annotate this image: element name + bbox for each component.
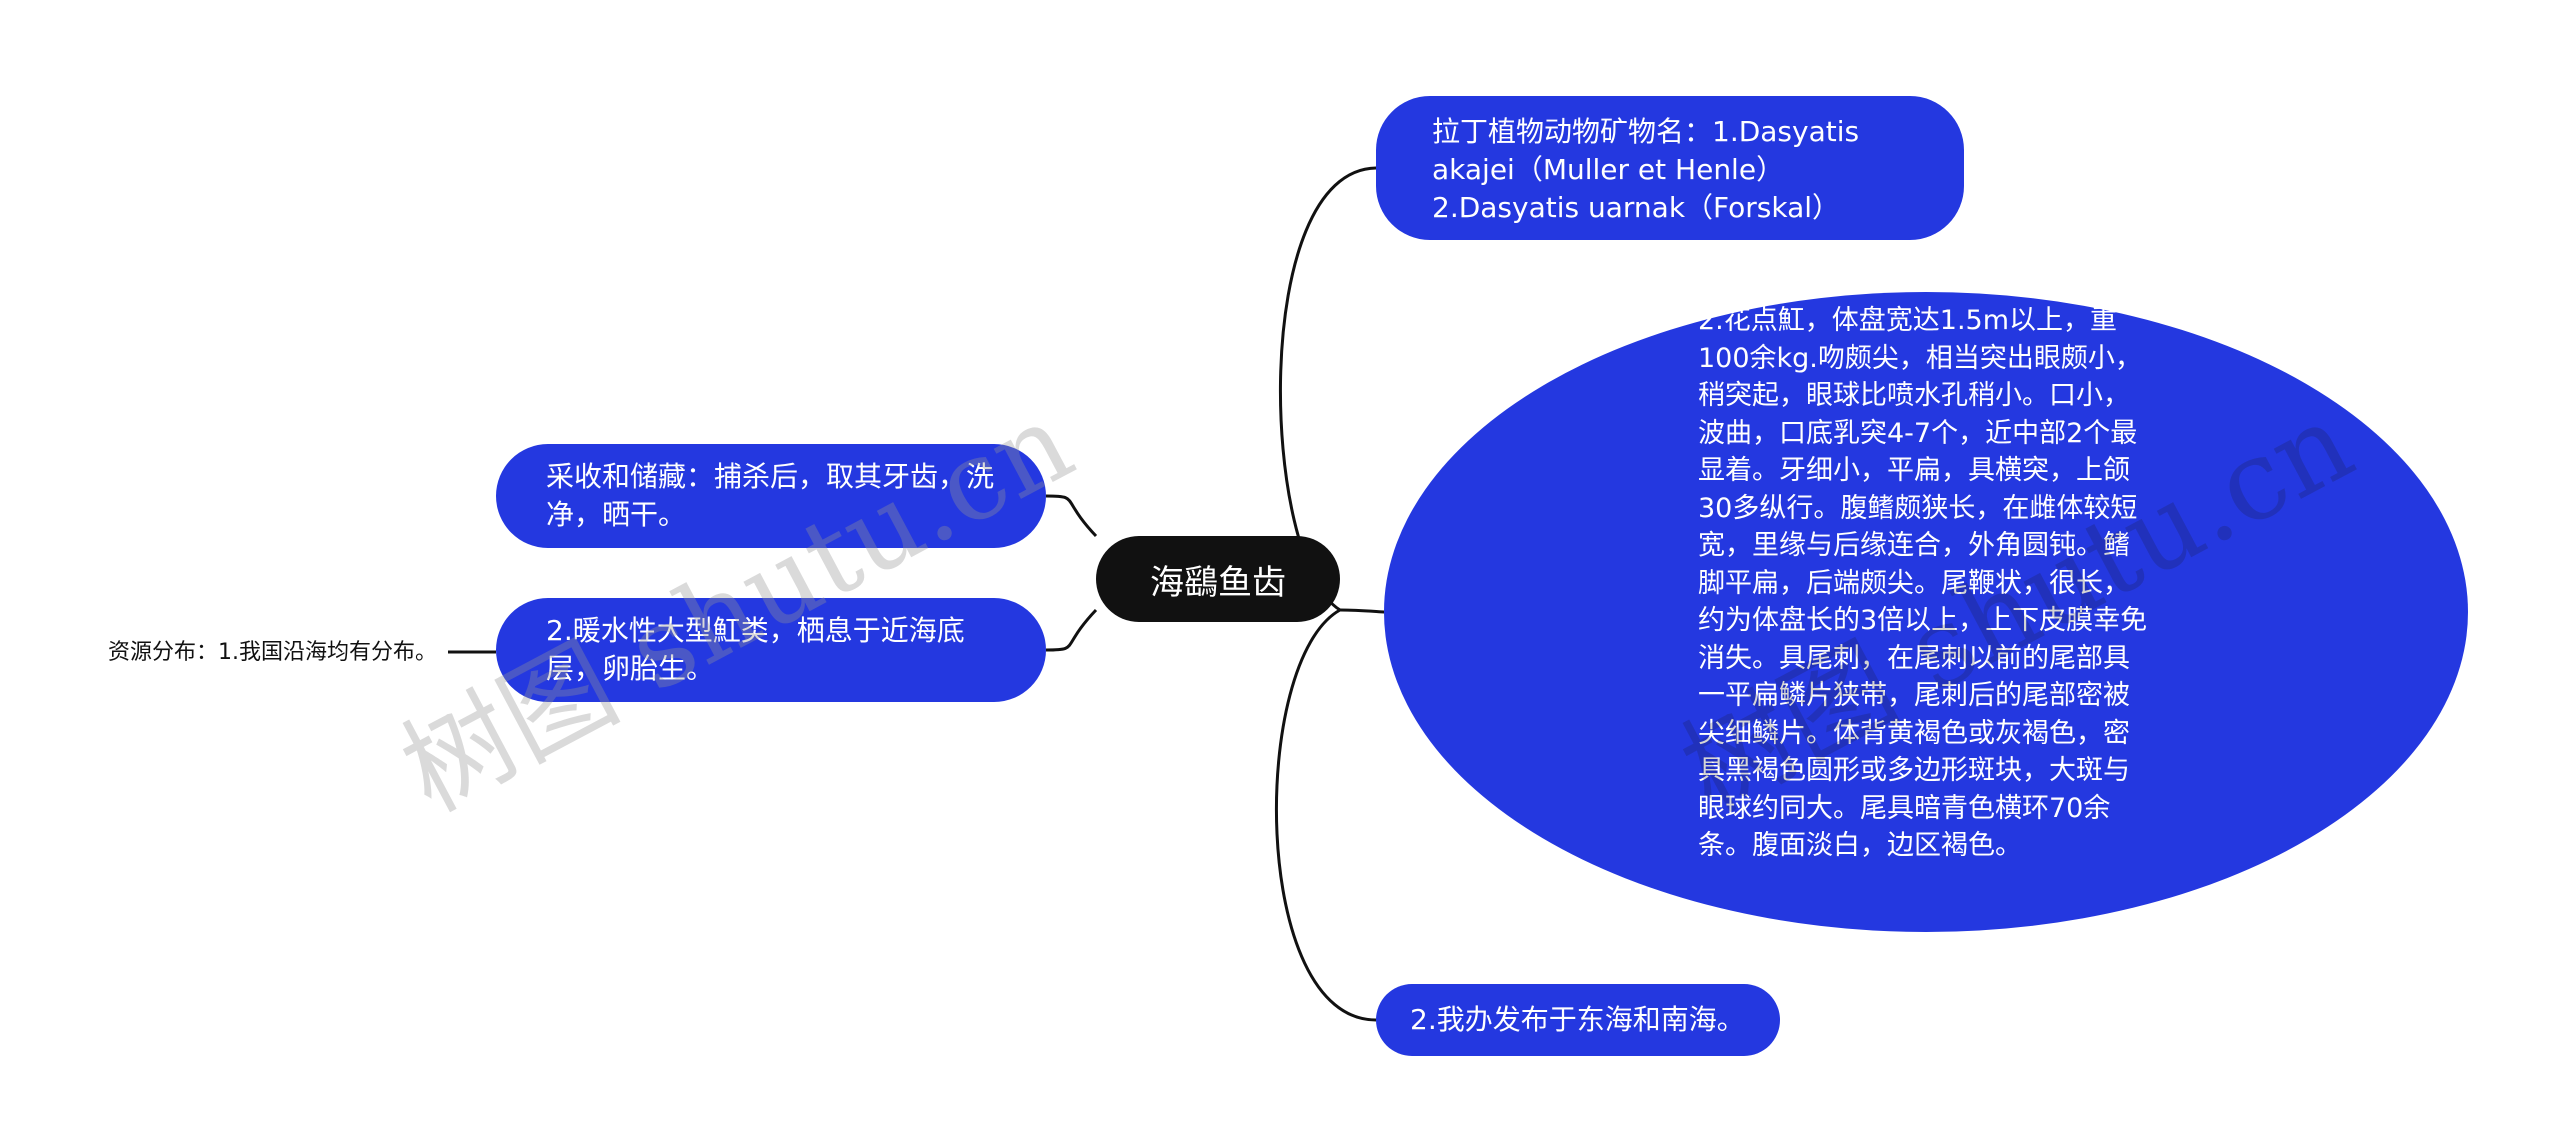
- habitat-node[interactable]: 2.暖水性大型魟类，栖息于近海底层，卵胎生。: [496, 598, 1046, 702]
- link-root-to-distribution: [1275, 608, 1377, 1022]
- link-root-to-harvest: [1045, 494, 1098, 538]
- latin-name-node[interactable]: 拉丁植物动物矿物名：1.Dasyatis akajei（Muller et He…: [1376, 96, 1964, 240]
- resource-leaf[interactable]: 资源分布：1.我国沿海均有分布。: [108, 638, 437, 668]
- distribution-node[interactable]: 2.我办发布于东海和南海。: [1376, 984, 1780, 1056]
- description-text: 2.花点魟，体盘宽达1.5m以上，重100余kg.吻颇尖，相当突出眼颇小，稍突起…: [1698, 305, 2148, 861]
- link-root-to-description: [1339, 608, 1385, 614]
- resource-leaf-text: 资源分布：1.我国沿海均有分布。: [108, 640, 437, 665]
- distribution-text: 2.我办发布于东海和南海。: [1410, 1003, 1745, 1036]
- link-root-to-habitat: [1045, 608, 1098, 652]
- root-node[interactable]: 海鷂鱼齿: [1096, 536, 1340, 622]
- harvest-node[interactable]: 采收和储藏：捕杀后，取其牙齿，洗净，晒干。: [496, 444, 1046, 548]
- description-node[interactable]: 2.花点魟，体盘宽达1.5m以上，重100余kg.吻颇尖，相当突出眼颇小，稍突起…: [1384, 292, 2468, 932]
- harvest-text: 采收和储藏：捕杀后，取其牙齿，洗净，晒干。: [546, 460, 995, 531]
- root-label: 海鷂鱼齿: [1150, 562, 1286, 603]
- latin-name-text: 拉丁植物动物矿物名：1.Dasyatis akajei（Muller et He…: [1432, 115, 1869, 224]
- habitat-text: 2.暖水性大型魟类，栖息于近海底层，卵胎生。: [546, 614, 965, 685]
